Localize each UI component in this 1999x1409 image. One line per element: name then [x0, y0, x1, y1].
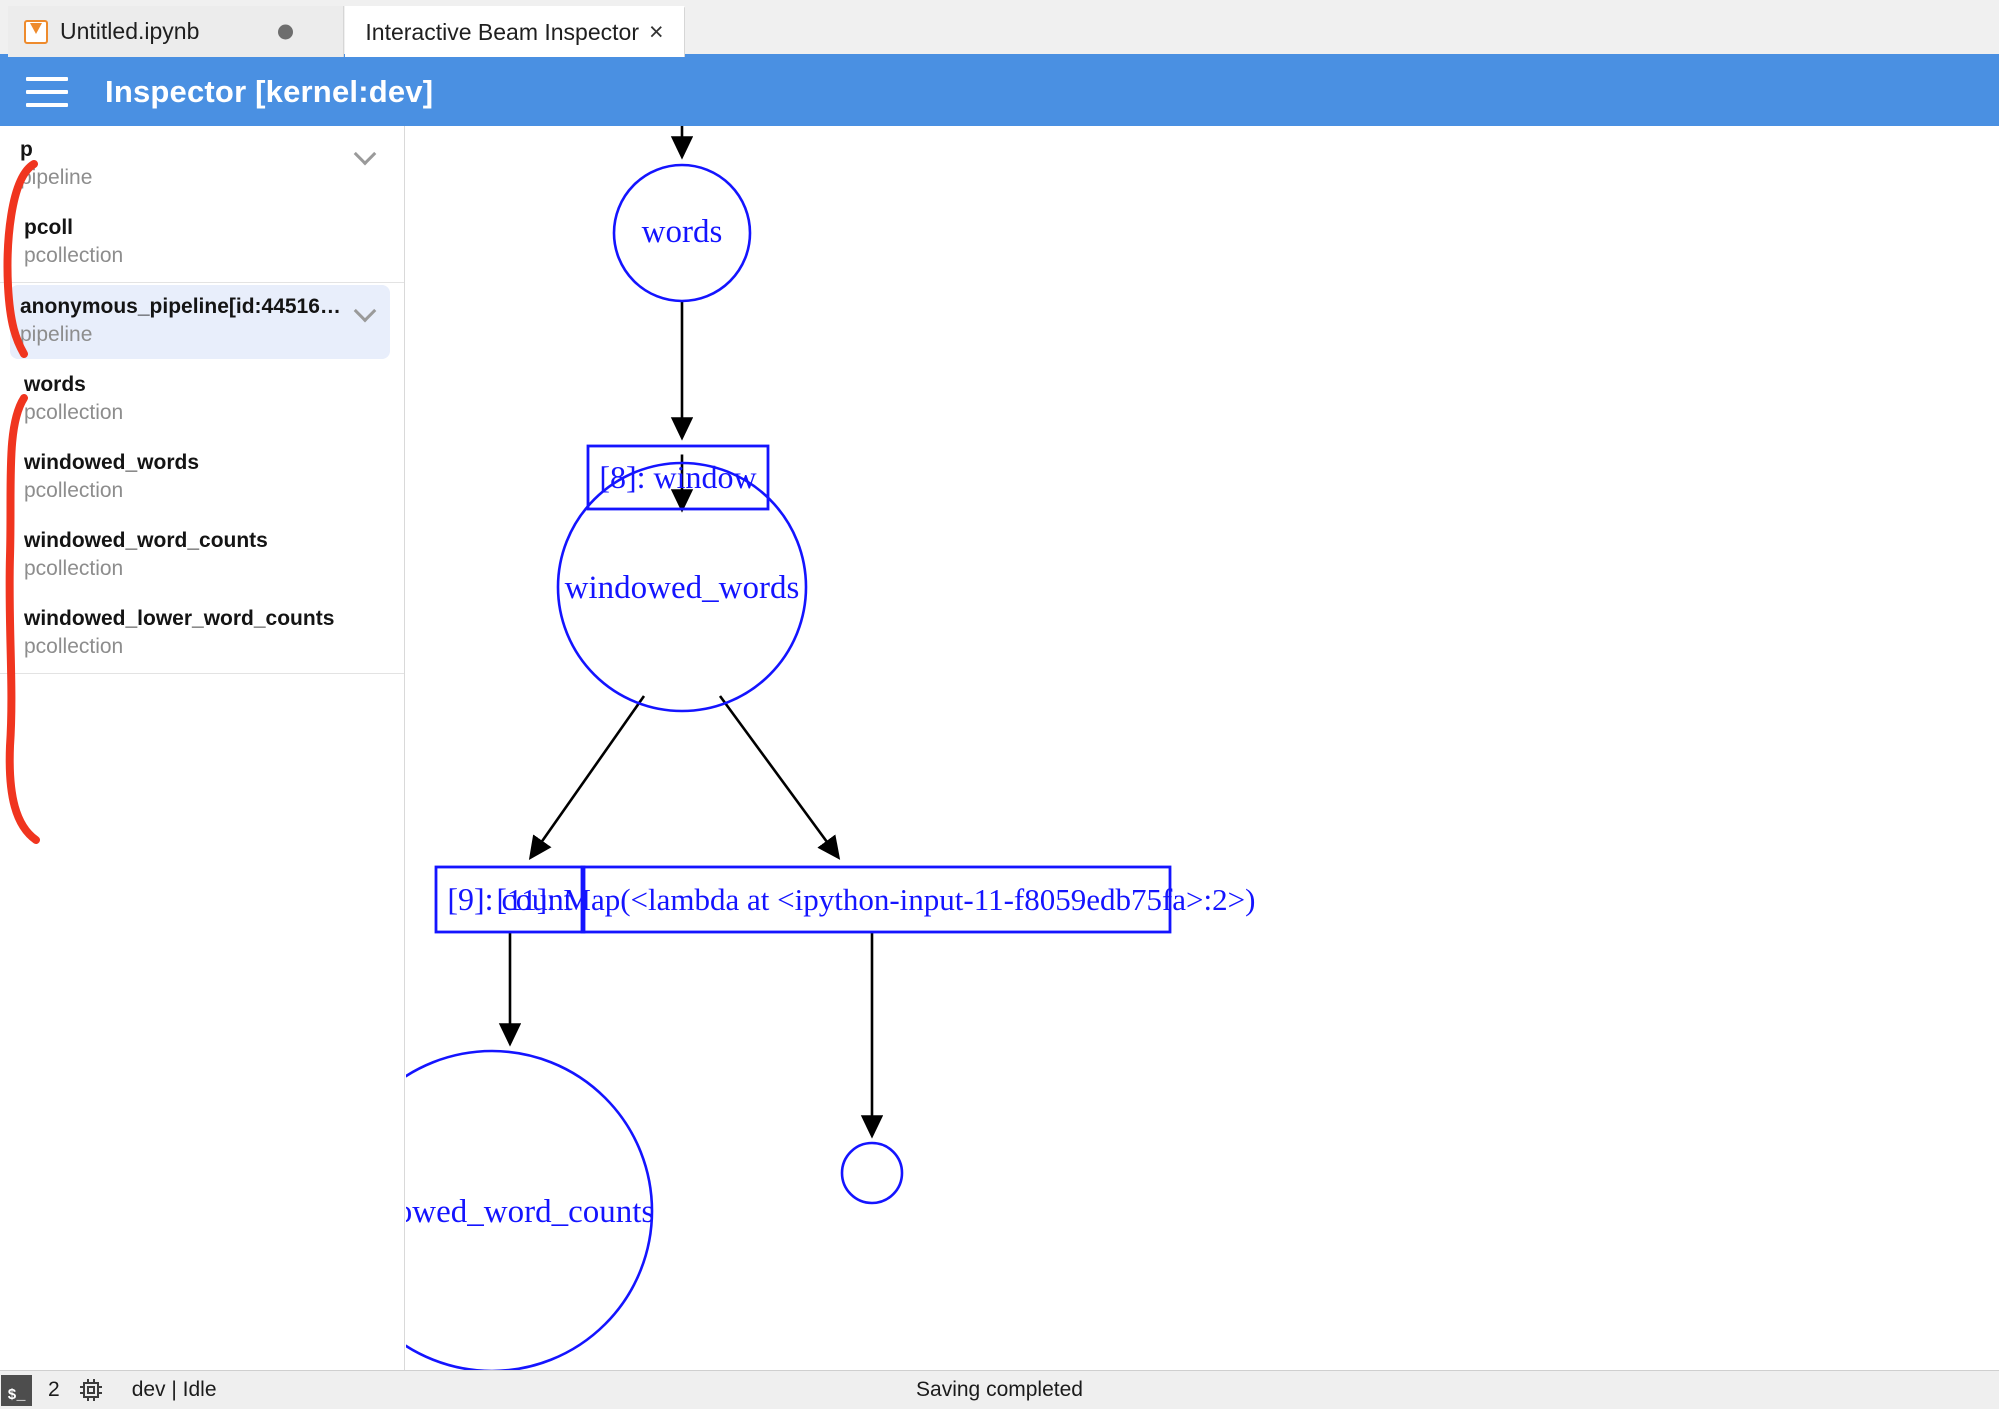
- sidebar-item-type: pcollection: [24, 479, 124, 502]
- sidebar-item-pcoll[interactable]: pcoll pcollection: [0, 204, 404, 282]
- hamburger-bar: [26, 89, 68, 94]
- sidebar-item-label: windowed_lower_word_counts: [24, 607, 335, 630]
- hamburger-icon[interactable]: [26, 76, 68, 107]
- graph-node-words-label: words: [642, 214, 723, 250]
- pipeline-graph-svg: words [8]: window windowed_words [9]: co…: [406, 126, 1256, 1370]
- sidebar-item-type: pcollection: [24, 635, 124, 658]
- sidebar-item-p[interactable]: p pipeline: [0, 126, 404, 204]
- graph-node-windowed-word-counts[interactable]: [406, 1049, 654, 1370]
- pipeline-sidebar[interactable]: p pipeline pcoll pcollection anonymous_p…: [0, 126, 405, 1370]
- graph-node-count-label: [9]: count: [447, 881, 572, 917]
- sidebar-item-type: pcollection: [24, 401, 124, 424]
- graph-node-words[interactable]: [612, 163, 752, 303]
- kernel-status[interactable]: dev | Idle: [131, 1378, 217, 1401]
- sidebar-item-type: pcollection: [24, 244, 124, 267]
- chevron-down-icon[interactable]: [356, 303, 378, 316]
- sidebar-item-type: pcollection: [24, 557, 124, 580]
- page-title: Inspector [kernel:dev]: [105, 73, 434, 109]
- tab-interactive-beam-inspector[interactable]: Interactive Beam Inspector ×: [345, 6, 685, 57]
- terminal-icon[interactable]: $_: [1, 1374, 32, 1406]
- edge-windowed-words-to-map: [718, 695, 841, 860]
- graph-nodes: words [8]: window windowed_words [9]: co…: [406, 163, 1256, 1370]
- status-bar: $_ 2 dev | Idle Saving completed: [0, 1370, 1999, 1409]
- graph-node-window[interactable]: [586, 444, 770, 511]
- save-status: Saving completed: [916, 1378, 1083, 1401]
- tab-label: Untitled.ipynb: [60, 18, 200, 44]
- cpu-icon[interactable]: [78, 1377, 104, 1403]
- sidebar-item-windowed-word-counts[interactable]: windowed_word_counts pcollection: [0, 517, 404, 595]
- sidebar-item-type: pipeline: [20, 323, 93, 346]
- sidebar-item-label: anonymous_pipeline[id:44516…: [20, 295, 341, 318]
- graph-node-map-label: [11]: Map(<lambda at <ipython-input-11-f…: [497, 882, 1256, 917]
- graph-node-count[interactable]: [434, 865, 586, 934]
- graph-edges: [498, 126, 884, 1139]
- inspector-header: Inspector [kernel:dev]: [0, 57, 1999, 126]
- edge-windowed-words-to-count: [528, 695, 646, 860]
- selection-highlight: [10, 285, 390, 359]
- sidebar-item-anonymous-pipeline[interactable]: anonymous_pipeline[id:44516… pipeline: [0, 283, 404, 361]
- tab-bar: Untitled.ipynb Interactive Beam Inspecto…: [0, 0, 1999, 57]
- sidebar-group-p: p pipeline pcoll pcollection: [0, 126, 404, 283]
- graph-node-lower-word-counts[interactable]: [840, 1141, 904, 1205]
- notebook-icon: [24, 19, 48, 44]
- tab-label: Interactive Beam Inspector: [365, 19, 639, 45]
- graph-node-map[interactable]: [580, 865, 1172, 934]
- sidebar-item-label: words: [24, 373, 86, 396]
- hamburger-bar: [26, 102, 68, 107]
- sidebar-item-windowed-lower-word-counts[interactable]: windowed_lower_word_counts pcollection: [0, 595, 404, 673]
- graph-node-windowed-words[interactable]: [556, 461, 808, 713]
- pipeline-graph-canvas[interactable]: words [8]: window windowed_words [9]: co…: [406, 126, 1999, 1370]
- close-icon[interactable]: ×: [648, 18, 664, 46]
- graph-node-windowed-word-counts-label: windowed_word_counts: [406, 1194, 654, 1230]
- sidebar-item-label: p: [20, 138, 33, 161]
- chevron-down-icon[interactable]: [356, 146, 378, 159]
- cpu-icon-svg: [79, 1379, 102, 1401]
- sidebar-item-label: pcoll: [24, 216, 74, 239]
- sidebar-group-anonymous-pipeline: anonymous_pipeline[id:44516… pipeline wo…: [0, 283, 404, 674]
- tab-untitled-ipynb[interactable]: Untitled.ipynb: [8, 6, 344, 57]
- graph-node-windowed-words-label: windowed_words: [565, 570, 800, 606]
- hamburger-bar: [26, 76, 68, 81]
- terminal-count[interactable]: 2: [48, 1378, 60, 1401]
- sidebar-item-label: windowed_word_counts: [24, 529, 268, 552]
- sidebar-item-words[interactable]: words pcollection: [0, 361, 404, 439]
- sidebar-item-windowed-words[interactable]: windowed_words pcollection: [0, 439, 404, 517]
- sidebar-item-label: windowed_words: [24, 451, 200, 474]
- sidebar-item-type: pipeline: [20, 166, 93, 189]
- unsaved-changes-dot[interactable]: [278, 24, 293, 39]
